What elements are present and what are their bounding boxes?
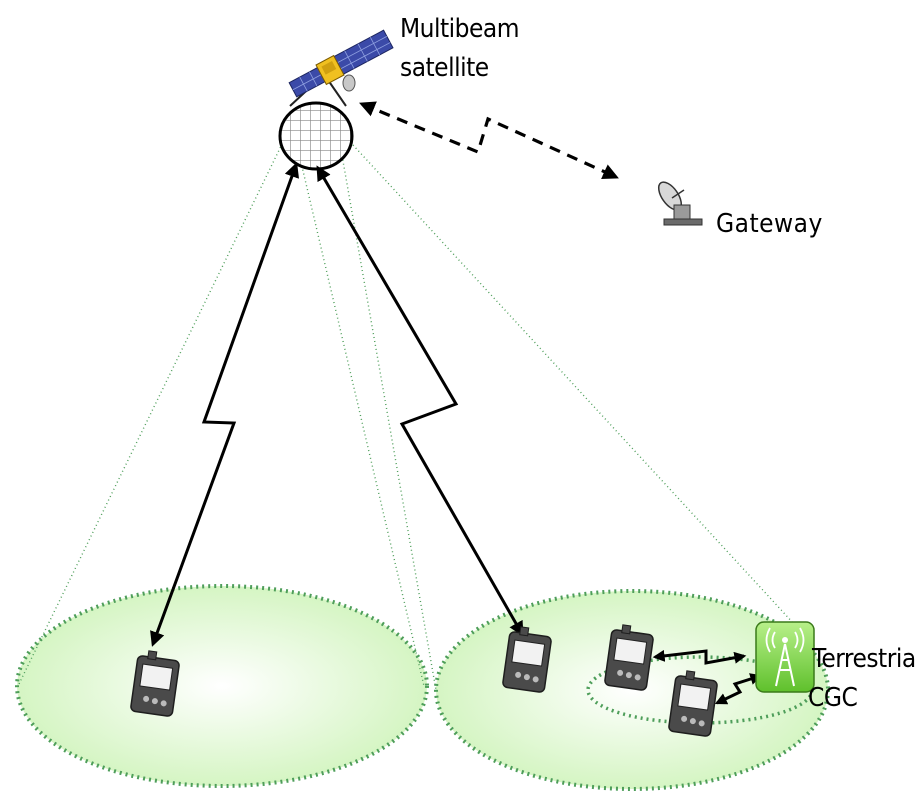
satellite-label-line1: Multibeam: [400, 14, 519, 44]
cgc-tower-icon: [755, 621, 815, 693]
terrestrial-label-line2: CGC: [808, 683, 857, 713]
handset-icon: [130, 650, 180, 717]
user-link-right-arrow: [316, 165, 524, 637]
terrestrial-link-lower-arrow: [714, 673, 763, 705]
handset-icon: [502, 626, 552, 693]
user-link-left-arrow: [150, 162, 300, 647]
left-beam-footprint: [15, 584, 429, 788]
satellite-label-line2: satellite: [400, 53, 489, 83]
handset-icon: [604, 624, 654, 691]
multibeam-antenna-icon: [278, 101, 354, 171]
feeder-link-arrow: [359, 101, 619, 180]
gateway-label: Gateway: [716, 209, 823, 239]
terrestrial-link-upper-arrow: [652, 649, 747, 665]
terrestrial-label-line1: Terrestrial: [811, 644, 917, 674]
handset-icon: [668, 670, 718, 737]
gateway-dish-icon: [657, 181, 703, 226]
satellite-icon: [288, 29, 394, 107]
